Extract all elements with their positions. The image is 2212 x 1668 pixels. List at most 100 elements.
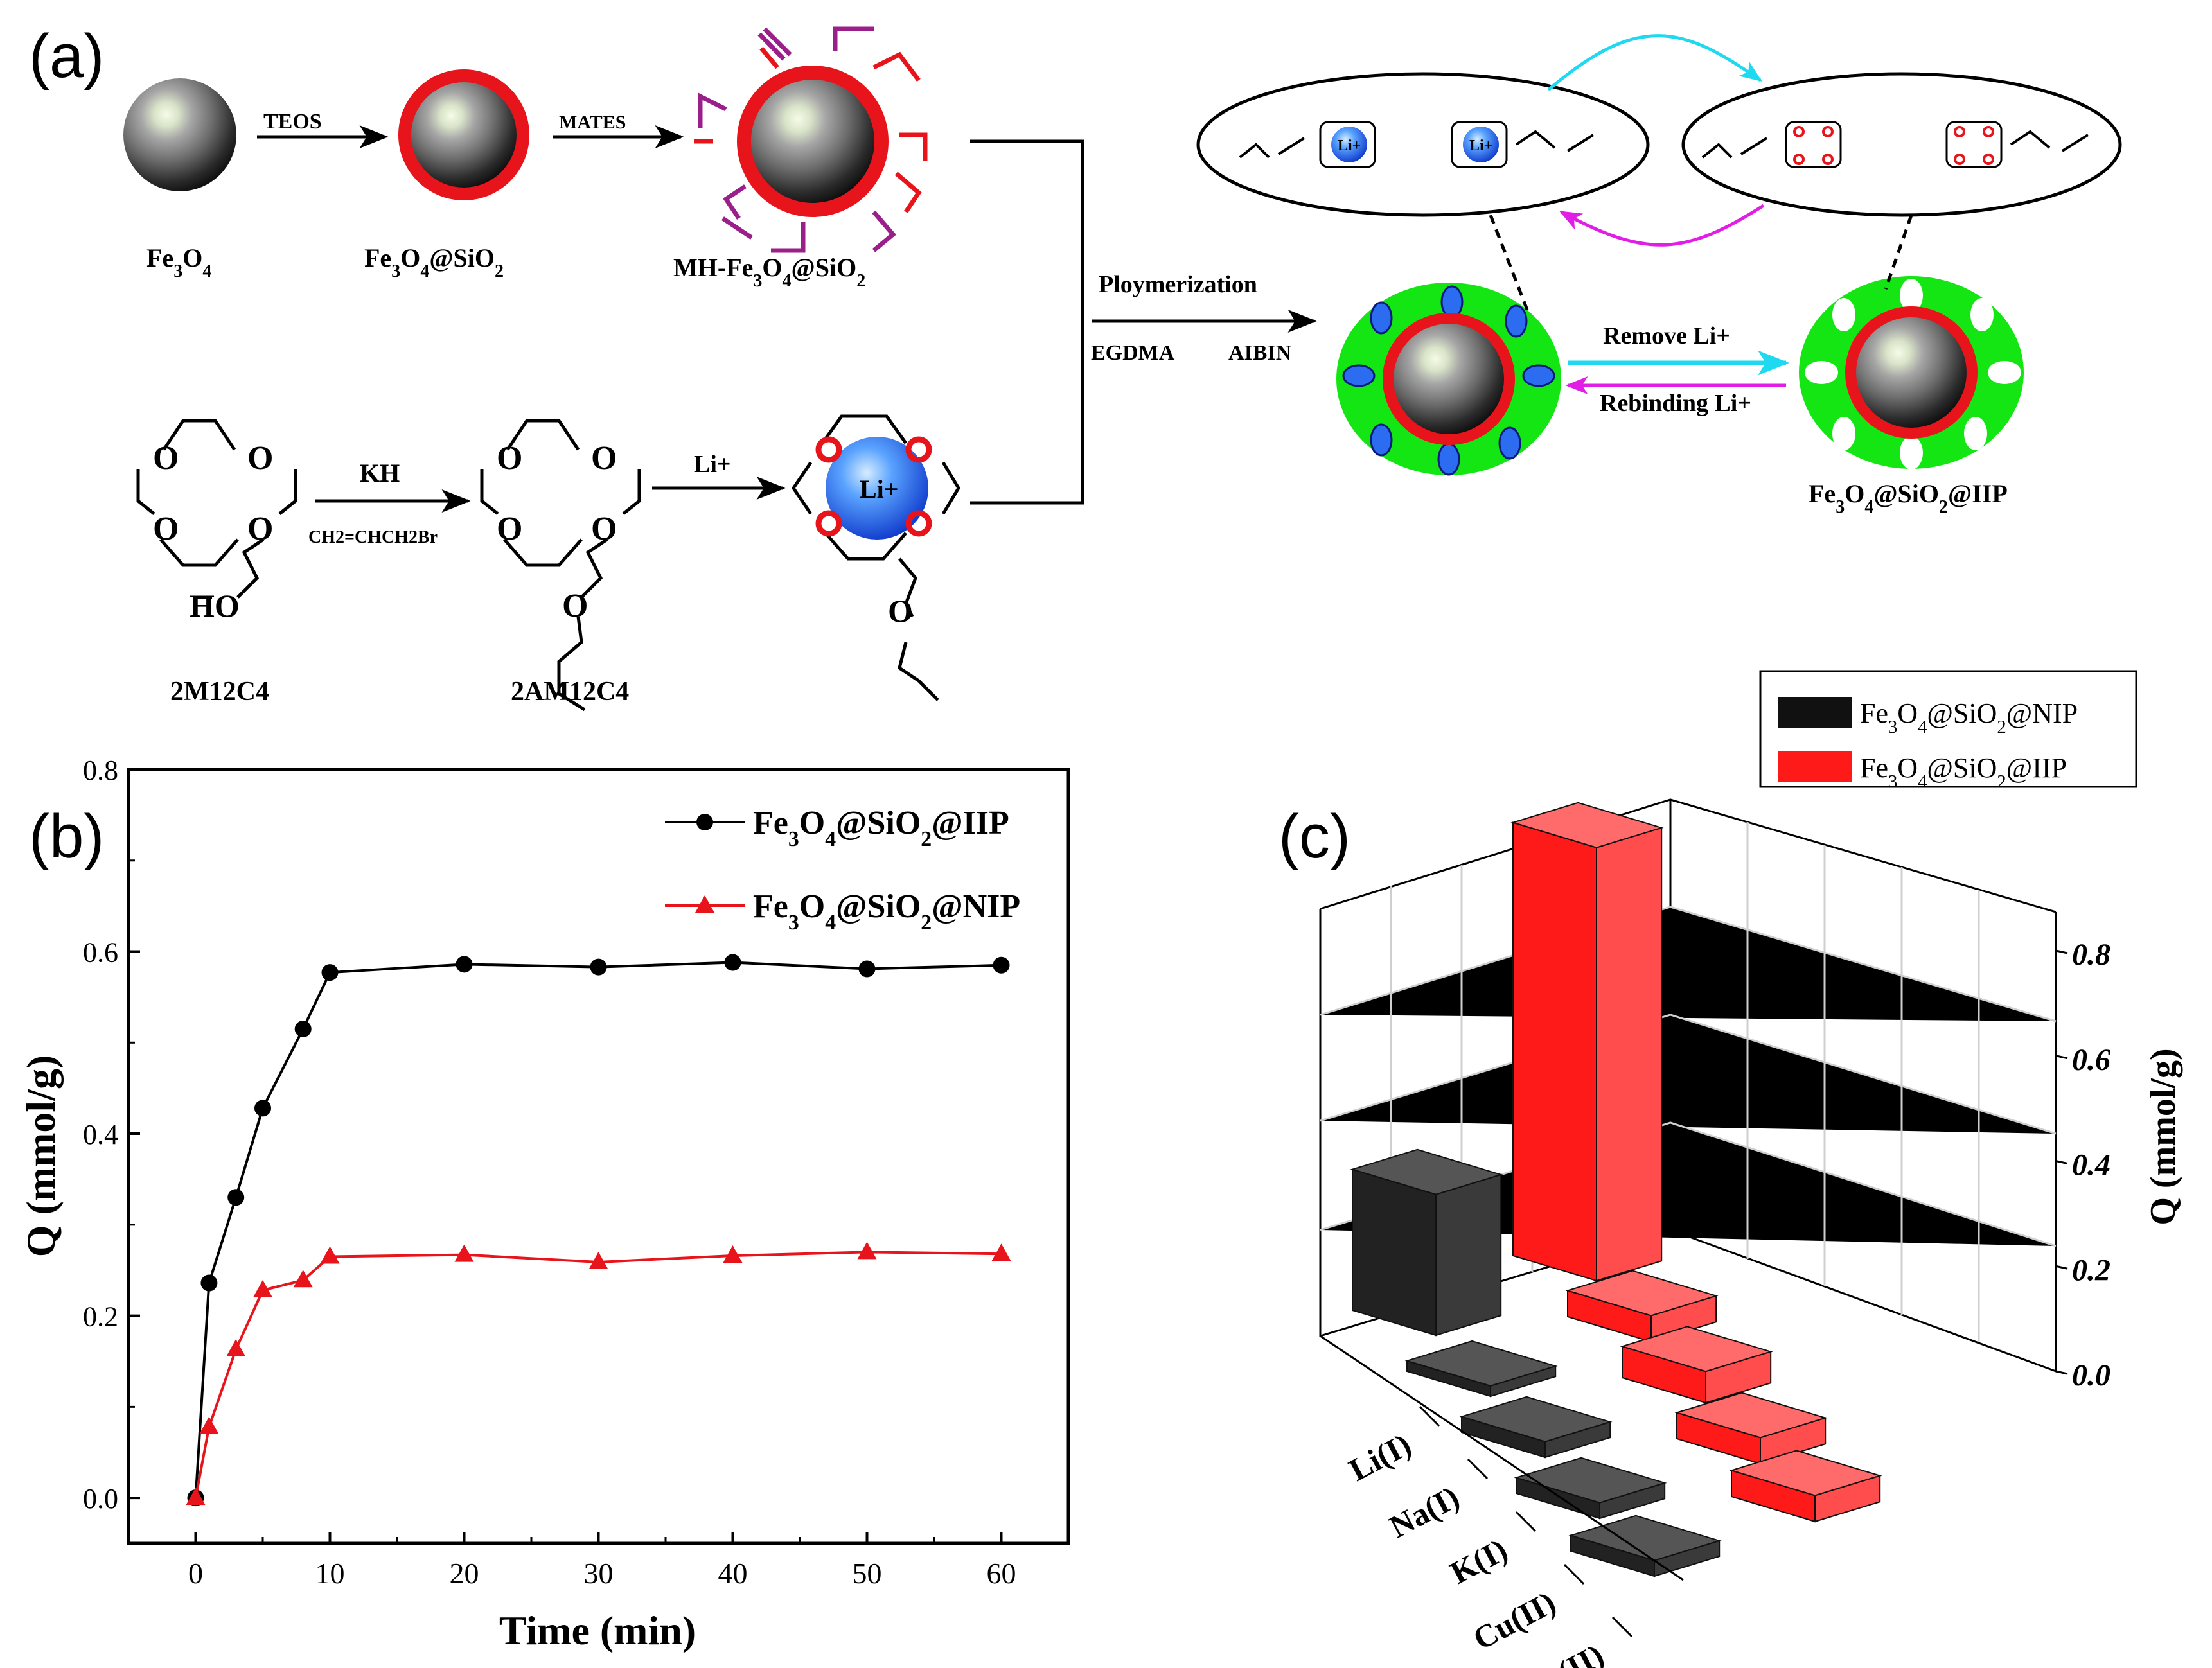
o-atom: O — [153, 440, 179, 477]
crown-ether-2am12c4 — [480, 419, 641, 712]
series-line-2 — [194, 1251, 1002, 1498]
bar-top — [1459, 1396, 1613, 1443]
z-tick — [2055, 1160, 2068, 1164]
bar-side — [1435, 1173, 1502, 1337]
data-point — [991, 1243, 1011, 1261]
data-point — [200, 1274, 218, 1292]
o-atom: O — [497, 440, 522, 477]
bar-Fe3O4@SiO2@NIP — [1568, 1514, 1722, 1577]
series-layer — [186, 954, 1011, 1507]
panel-a-label: (a) — [29, 22, 104, 91]
data-point — [226, 1339, 246, 1357]
iip-empty-particle — [1799, 276, 2024, 470]
data-point — [253, 1279, 272, 1297]
bar-top — [1404, 1340, 1558, 1387]
legend-swatch — [1778, 751, 1852, 782]
bar-Fe3O4@SiO2@IIP — [1729, 1450, 1882, 1523]
data-point — [723, 1245, 743, 1263]
bar-front — [1512, 821, 1597, 1282]
zoom-leader-left — [1489, 215, 1531, 315]
bar-top — [1510, 802, 1664, 848]
z-tick-label: 0.2 — [2072, 1253, 2110, 1287]
molecule-2am12c4-label: 2AM12C4 — [511, 677, 629, 707]
o-atom: O — [562, 588, 588, 624]
kh-label: KH — [360, 459, 400, 487]
bar-top — [1568, 1514, 1722, 1561]
data-point — [293, 1270, 313, 1288]
fe3o4-label: Fe3O4 — [146, 243, 211, 281]
fe3o4-sio2-particle — [398, 69, 529, 200]
legend-swatch — [1778, 697, 1852, 728]
bar-top — [1514, 1457, 1667, 1504]
remove-li-label: Remove Li+ — [1603, 322, 1730, 349]
x-tick-label: 60 — [987, 1557, 1016, 1590]
data-point — [199, 1416, 219, 1434]
bar-Fe3O4@SiO2@NIP — [1404, 1340, 1558, 1398]
category-tick — [1419, 1405, 1440, 1427]
o-atom: O — [247, 511, 273, 547]
cycle-arrow-back — [1559, 204, 1765, 247]
z-tick-label: 0.0 — [2072, 1358, 2110, 1392]
category-tick — [1515, 1511, 1537, 1532]
z-axis-label: Q (mmol/g) — [2143, 1048, 2183, 1225]
li-ion-label: Li+ — [1469, 137, 1492, 154]
y-tick-label: 0.6 — [83, 937, 118, 969]
bars-layer — [1350, 802, 1882, 1577]
li-crown-complex: Li+ O — [791, 414, 960, 701]
legend-marker — [695, 895, 714, 913]
iip-label: Fe3O4@SiO2@IIP — [1809, 479, 2008, 517]
connector-bracket — [970, 139, 1084, 505]
o-atom: O — [591, 511, 617, 547]
aibin-label: AIBIN — [1228, 341, 1292, 365]
z-tick — [2055, 1055, 2068, 1060]
bar-Fe3O4@SiO2@NIP — [1514, 1457, 1667, 1520]
molecule-2m12c4-label: 2M12C4 — [170, 677, 269, 707]
fe3o4-particle — [123, 78, 236, 191]
category-axis-line — [1320, 1335, 1684, 1581]
z-tick-label: 0.8 — [2072, 938, 2110, 972]
panel-c-chart: (c) 0.00.20.40.60.8 Q (mmol/g) Li(I)Na(I… — [1253, 668, 2204, 1668]
cycle-arrow-forward — [1547, 34, 1762, 91]
egdma-label: EGDMA — [1091, 341, 1175, 365]
data-point — [993, 956, 1010, 974]
li-ion-label: Li+ — [860, 475, 899, 504]
bar-top — [1565, 1270, 1719, 1317]
data-point — [454, 1244, 474, 1262]
data-point — [456, 956, 473, 973]
data-point — [320, 1246, 340, 1264]
bar-top — [1674, 1392, 1828, 1439]
x-tick-label: 20 — [450, 1557, 479, 1590]
mh-fe3o4-sio2-particle — [694, 26, 928, 253]
legend-label: Fe3O4@SiO2@NIP — [1860, 698, 2078, 737]
y-axis-label: Q (mmol/g) — [18, 1055, 64, 1258]
polymerization-label: Ploymerization — [1099, 271, 1257, 298]
o-atom: O — [247, 440, 273, 477]
category-tick — [1611, 1616, 1633, 1638]
z-tick-label: 0.6 — [2072, 1043, 2110, 1077]
grid-lines — [1320, 822, 2057, 1342]
allyl-bromide-label: CH2=CHCH2Br — [308, 527, 438, 547]
x-tick-label: 50 — [853, 1557, 882, 1590]
iip-loaded-particle — [1336, 283, 1561, 476]
y-tick-label: 0.4 — [83, 1119, 118, 1150]
data-point — [294, 1021, 312, 1038]
data-point — [857, 1242, 877, 1260]
panel-a-scheme: (a) TEOS MATES — [29, 22, 2122, 712]
li-ion-label: Li+ — [1338, 137, 1361, 154]
x-tick-label: 30 — [584, 1557, 614, 1590]
category-tick — [1563, 1563, 1585, 1585]
y-tick-label: 0.2 — [83, 1301, 118, 1333]
z-tick — [2055, 949, 2068, 954]
zoom-inset-empty — [1681, 72, 2122, 217]
bar-Fe3O4@SiO2@NIP — [1350, 1148, 1503, 1337]
data-point — [724, 954, 741, 971]
data-point — [186, 1488, 206, 1506]
bar-Fe3O4@SiO2@IIP — [1565, 1270, 1719, 1343]
legend-label: Fe3O4@SiO2@NIP — [753, 888, 1020, 935]
x-axis-label: Time (min) — [499, 1608, 696, 1653]
li-arrow-label: Li+ — [694, 451, 731, 478]
category-tick — [1467, 1458, 1489, 1480]
